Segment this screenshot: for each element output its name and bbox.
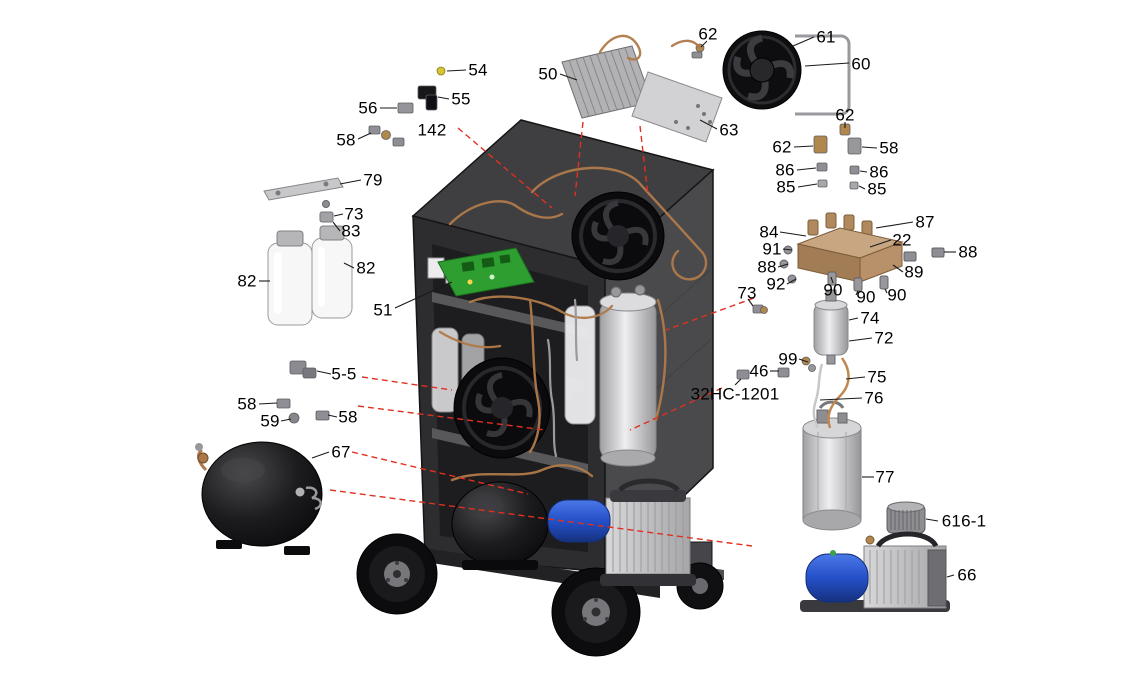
bottles-82	[267, 200, 353, 326]
manifold-22	[779, 212, 945, 292]
plate-63	[631, 71, 723, 143]
condenser-50	[561, 45, 653, 119]
small-fittings	[276, 43, 862, 424]
vacuum-pump-66	[800, 531, 950, 612]
pcb-51	[427, 247, 535, 297]
filter-drier-74	[812, 289, 850, 429]
hoses	[546, 298, 579, 458]
machine-fans	[453, 191, 665, 459]
accumulator-cylinders	[564, 284, 657, 467]
highlight-leader-lines	[329, 121, 755, 547]
copper-tubing	[438, 34, 708, 482]
tank-77	[802, 400, 862, 531]
inner-compressor	[451, 481, 549, 570]
compressor-67	[195, 441, 323, 555]
bracket-79	[263, 177, 344, 201]
fan-assembly-60-61	[722, 30, 851, 116]
inner-vacuum-pump	[547, 478, 696, 586]
cap-616-1	[886, 501, 926, 534]
leader-lines	[258, 36, 956, 578]
wheels	[356, 533, 724, 657]
